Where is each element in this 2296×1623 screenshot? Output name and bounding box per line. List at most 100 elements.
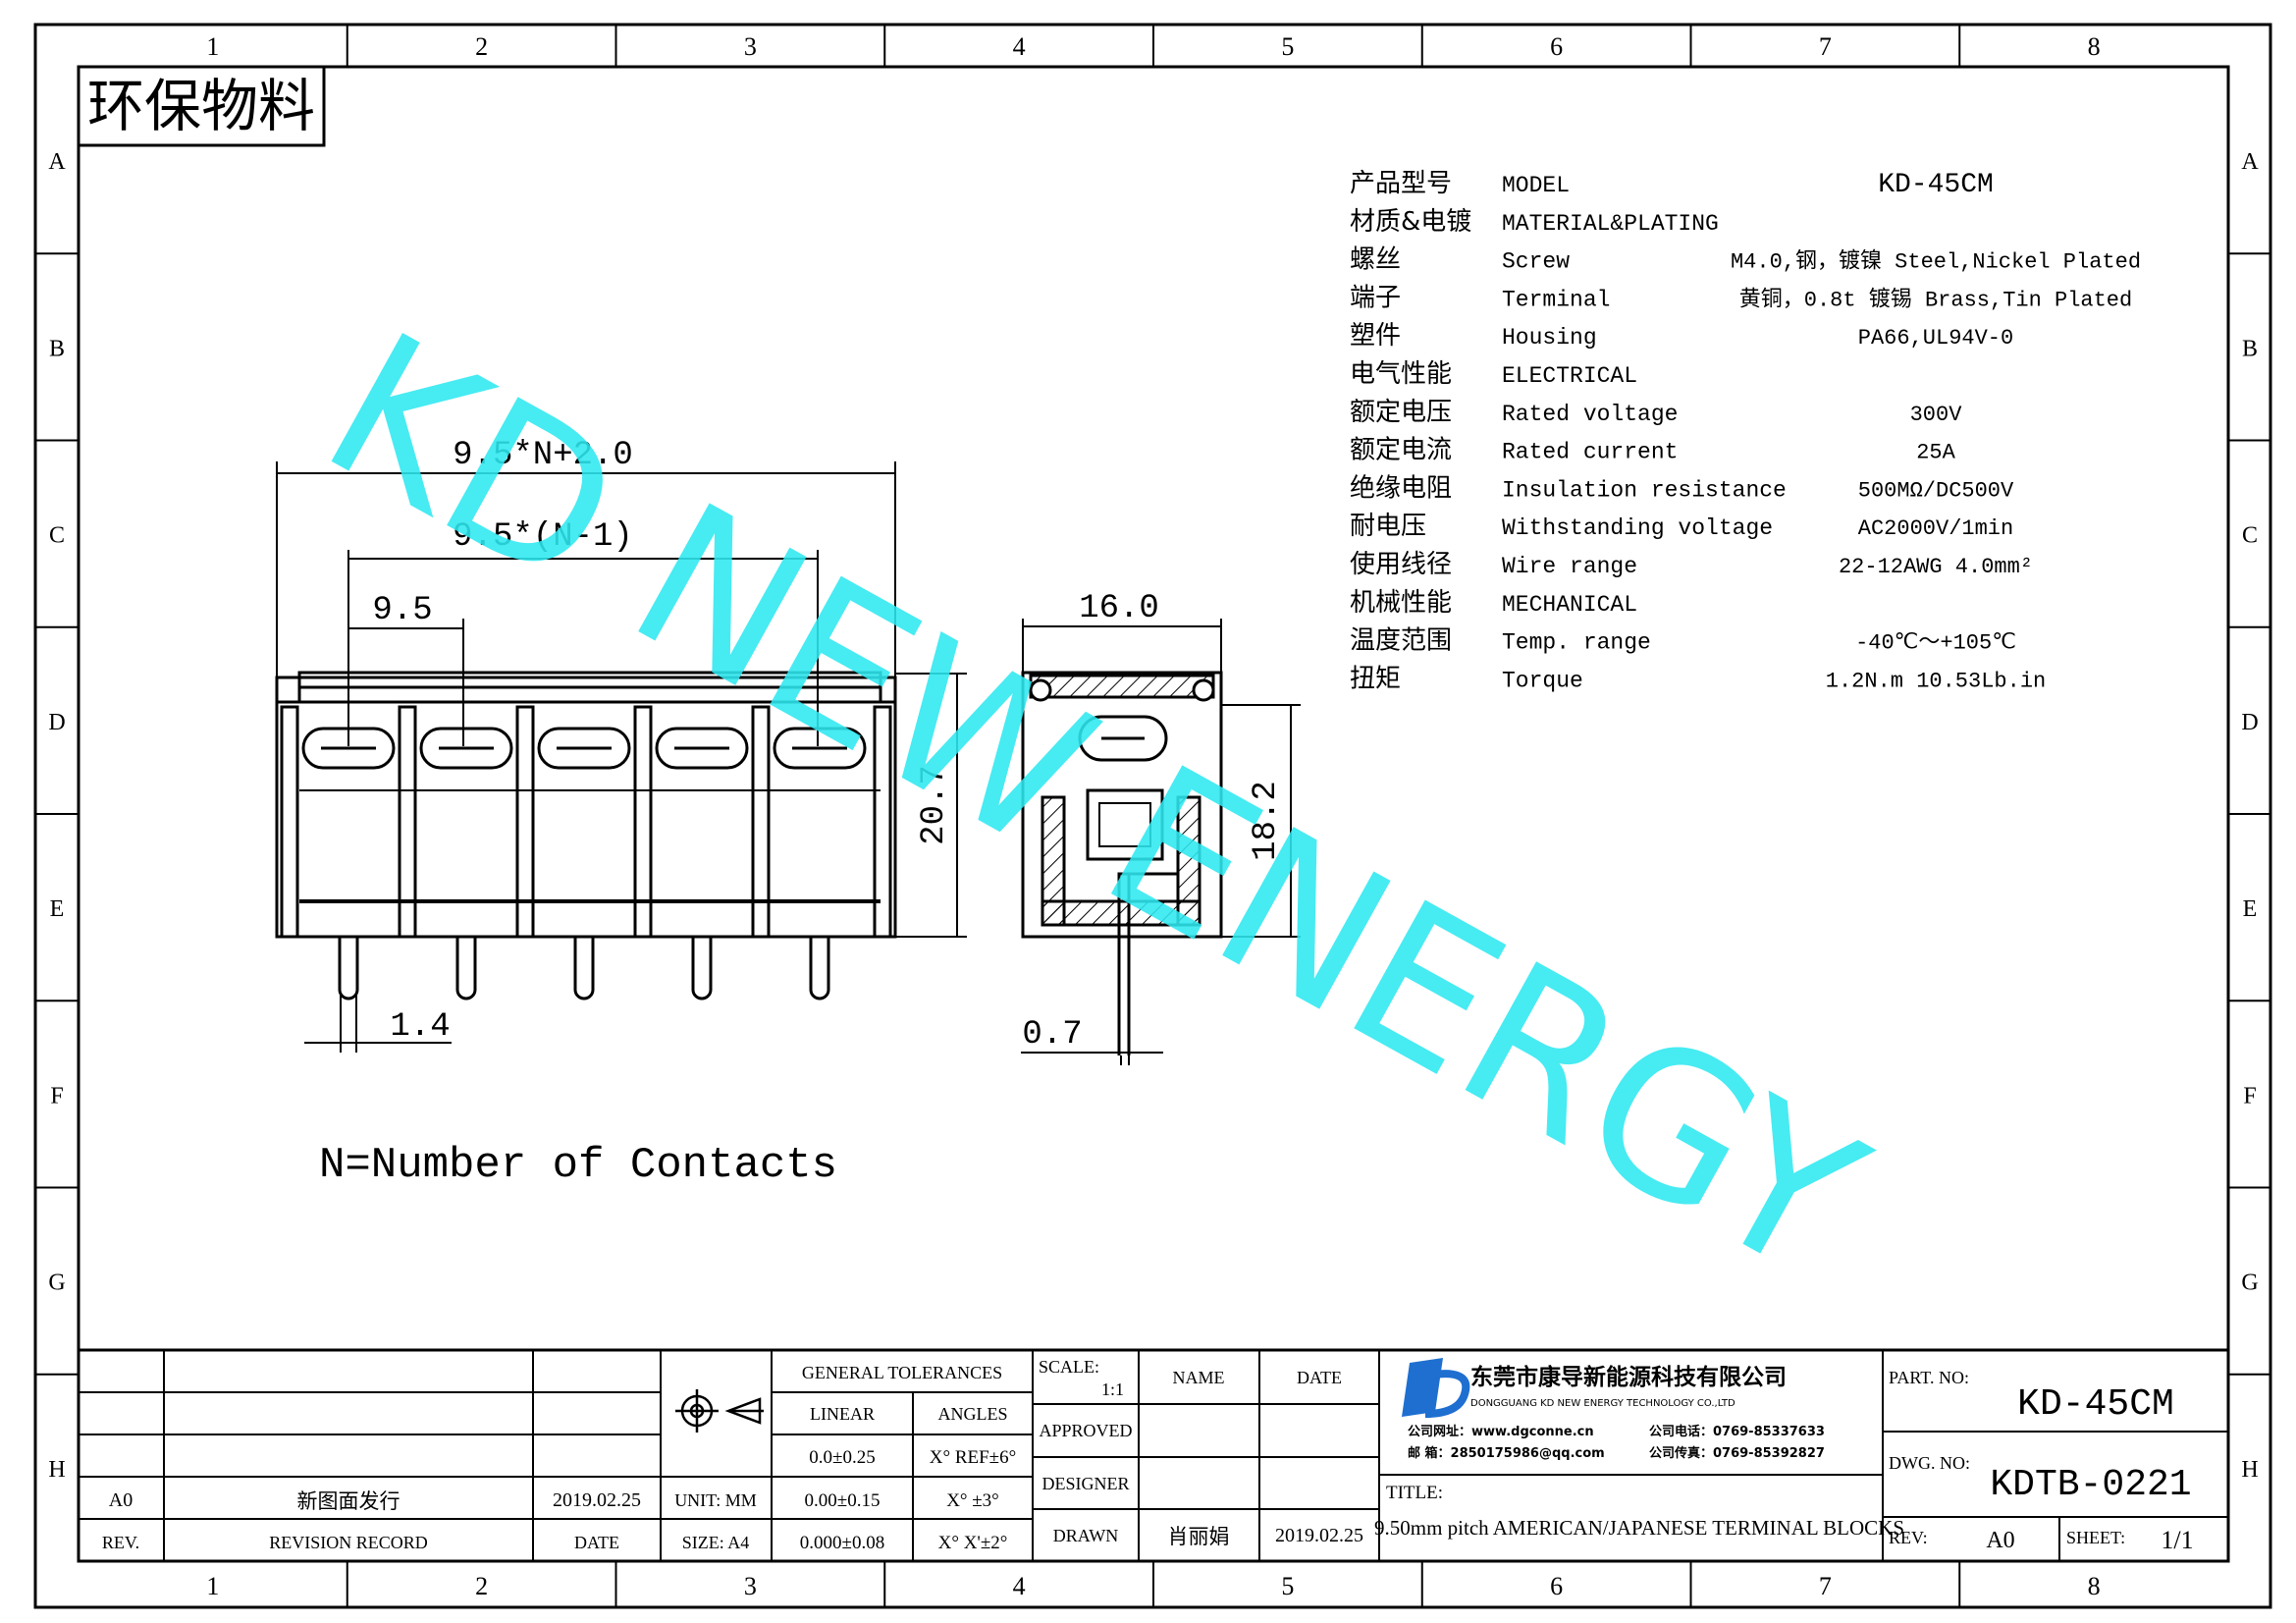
- part-no-value: KD-45CM: [2017, 1383, 2174, 1426]
- terminal-pin: [338, 937, 359, 1001]
- spec-label-cn: 额定电流: [1350, 436, 1452, 465]
- dim-height-label: 20.7: [916, 765, 953, 845]
- terminal-pin: [691, 937, 713, 1001]
- linear-header: LINEAR: [810, 1404, 875, 1424]
- scale-label: SCALE:: [1039, 1357, 1099, 1377]
- spec-label-en: Wire range: [1502, 554, 1637, 579]
- zone-column-label: 7: [1819, 1572, 1832, 1600]
- zone-row-label: C: [2242, 523, 2258, 549]
- rev-value: A0: [1986, 1528, 2014, 1553]
- zone-column-label: 4: [1013, 1572, 1026, 1600]
- terminal-pin: [455, 937, 477, 1001]
- zone-column-label: 2: [475, 1572, 488, 1600]
- side-body: [1021, 671, 1223, 939]
- company-email: 邮 箱：2850175986@qq.com: [1408, 1445, 1605, 1461]
- company-name-cn: 东莞市康导新能源科技有限公司: [1470, 1364, 1787, 1390]
- sheet-label: SHEET:: [2066, 1528, 2125, 1547]
- scale-value: 1:1: [1101, 1380, 1124, 1399]
- front-body: [275, 676, 897, 939]
- zone-row-label: D: [48, 710, 65, 735]
- spec-label-cn: 耐电压: [1350, 512, 1426, 541]
- rev-label: REV:: [1889, 1528, 1928, 1547]
- zone-row-label: H: [48, 1457, 65, 1483]
- side-clamp-inner: [1098, 802, 1151, 847]
- revision-date-cell: 2019.02.25: [553, 1489, 641, 1511]
- terminal-pin: [573, 937, 595, 1001]
- spec-label-cn: 螺丝: [1350, 245, 1401, 275]
- drawn-date: 2019.02.25: [1275, 1525, 1363, 1546]
- drawn-name: 肖丽娟: [1168, 1525, 1230, 1548]
- spec-value: 25A: [1916, 441, 1955, 465]
- company-fax: 公司传真：0769-85392827: [1649, 1445, 1825, 1461]
- screw-head: [419, 727, 513, 770]
- spec-label-cn: 绝缘电阻: [1350, 473, 1452, 503]
- side-right-hole: [1192, 678, 1215, 702]
- approved-label: APPROVED: [1039, 1421, 1132, 1440]
- zone-column-label: 3: [744, 1572, 757, 1600]
- spec-value: KD-45CM: [1878, 170, 1994, 200]
- zone-row-label: F: [50, 1083, 63, 1109]
- tol-angle-2: X° ±3°: [946, 1490, 999, 1511]
- dimensions: [276, 461, 1301, 1065]
- dim-pin-label: 1.4: [390, 1008, 450, 1046]
- side-left-hole: [1029, 678, 1052, 702]
- zone-row-label: C: [49, 523, 65, 549]
- title-block: [77, 1348, 2230, 1563]
- name-header: NAME: [1173, 1368, 1225, 1387]
- tol-linear-1: 0.0±0.25: [809, 1447, 875, 1468]
- spec-label-cn: 机械性能: [1350, 588, 1452, 618]
- barrier-wall: [751, 705, 771, 939]
- zone-row-label: A: [48, 149, 66, 175]
- rev-header: REV.: [102, 1533, 139, 1552]
- front-pins: [338, 937, 830, 1001]
- spec-value: PA66,UL94V-0: [1858, 326, 2013, 351]
- zone-column-label: 1: [206, 32, 219, 61]
- zone-column-label: 2: [475, 32, 488, 61]
- zone-row-label: B: [49, 336, 65, 361]
- tolerances-title: GENERAL TOLERANCES: [802, 1363, 1002, 1382]
- zone-column-label: 7: [1819, 32, 1832, 61]
- zone-column-label: 8: [2088, 1572, 2101, 1600]
- side-bottom-wall: [1041, 899, 1201, 927]
- spec-label-en: Rated current: [1502, 440, 1678, 465]
- spec-label-cn: 温度范围: [1350, 626, 1452, 656]
- stamp-text: 环保物料: [87, 73, 315, 139]
- spec-label-en: MODEL: [1502, 173, 1570, 198]
- tol-angle-1: X° REF±6°: [930, 1447, 1016, 1468]
- tol-linear-2: 0.00±0.15: [805, 1490, 881, 1511]
- spec-value: 300V: [1910, 403, 1963, 427]
- zone-column-label: 8: [2088, 32, 2101, 61]
- revision-record-cell: 新图面发行: [297, 1489, 400, 1513]
- contacts-note: N=Number of Contacts: [319, 1141, 837, 1190]
- screw-head: [773, 727, 867, 770]
- dim-sidepin-label: 0.7: [1022, 1016, 1082, 1054]
- tol-angle-3: X° X'±2°: [938, 1533, 1008, 1553]
- zone-column-label: 3: [744, 32, 757, 61]
- zone-row-label: H: [2241, 1457, 2258, 1483]
- zone-row-label: G: [48, 1271, 65, 1296]
- stamp-box: [77, 65, 326, 147]
- dim-span-label: 9.5*(N-1): [453, 518, 633, 556]
- side-view: [1021, 671, 1223, 1055]
- zone-column-label: 5: [1281, 32, 1294, 61]
- spec-label-cn: 扭矩: [1350, 664, 1401, 693]
- spec-value: 黄铜，0.8t 镀锡 Brass,Tin Plated: [1739, 287, 2132, 312]
- rev-cell: A0: [109, 1489, 133, 1511]
- spec-label-cn: 电气性能: [1350, 359, 1452, 389]
- tol-linear-3: 0.000±0.08: [800, 1533, 884, 1553]
- front-dividers: [280, 705, 892, 939]
- zone-grid: [35, 25, 2270, 1607]
- dwg-no-value: KDTB-0221: [1990, 1464, 2191, 1506]
- designer-label: DESIGNER: [1042, 1474, 1130, 1493]
- spec-label-cn: 材质&电镀: [1350, 207, 1471, 237]
- zone-column-label: 1: [206, 1572, 219, 1600]
- dwg-no-label: DWG. NO:: [1889, 1453, 1970, 1473]
- company-name-en: DONGGUANG KD NEW ENERGY TECHNOLOGY CO.,L…: [1470, 1398, 1735, 1409]
- projection-symbol-icon: [675, 1389, 764, 1433]
- front-view: [275, 671, 897, 1001]
- dim-depth-label: 16.0: [1079, 590, 1159, 627]
- zone-column-label: 6: [1550, 1572, 1563, 1600]
